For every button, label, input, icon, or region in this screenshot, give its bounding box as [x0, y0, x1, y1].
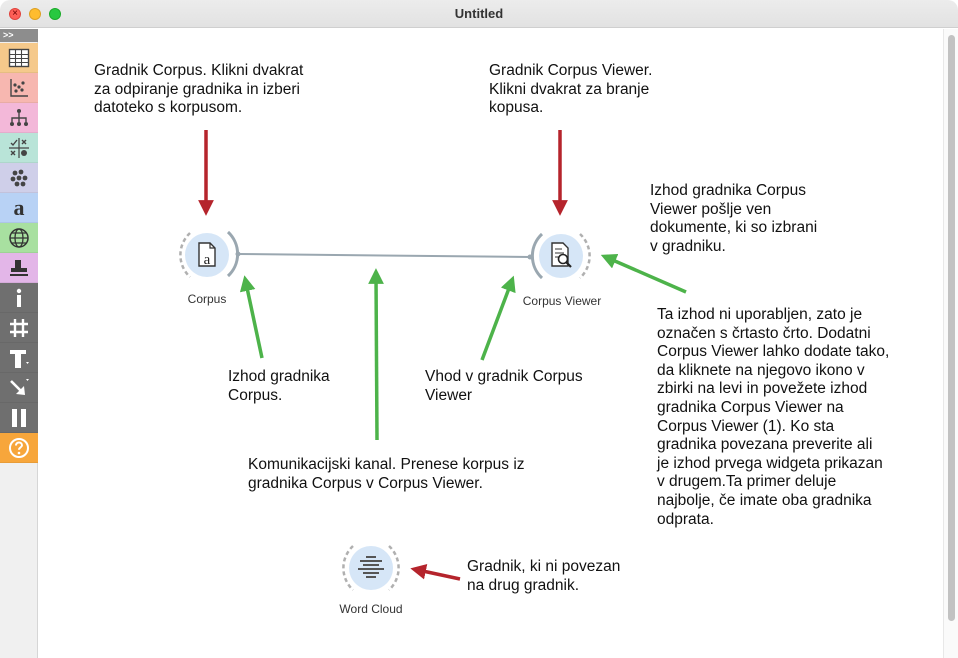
globe-icon: [9, 227, 29, 248]
hash-icon: [10, 318, 28, 337]
text-annotation-tool[interactable]: [0, 343, 38, 373]
category-evaluate[interactable]: [0, 133, 38, 163]
window-title: Untitled: [454, 6, 504, 21]
close-icon: ×: [12, 8, 18, 19]
category-unsupervised[interactable]: [0, 163, 38, 193]
category-prototypes[interactable]: [0, 253, 38, 283]
corpus-viewer-widget-label: Corpus Viewer: [522, 294, 602, 308]
close-window-button[interactable]: ×: [9, 8, 21, 20]
note-viewer-input[interactable]: Vhod v gradnik Corpus Viewer: [425, 368, 583, 404]
tree-icon: [10, 108, 28, 126]
svg-text:a: a: [14, 197, 25, 219]
word-cloud-widget-label: Word Cloud: [339, 602, 403, 616]
table-icon: [8, 48, 30, 67]
maximize-window-button[interactable]: [49, 8, 61, 20]
category-geo[interactable]: [0, 223, 38, 253]
word-cloud-widget[interactable]: [346, 543, 396, 593]
clusters-icon: [10, 169, 28, 186]
scrollbar-thumb[interactable]: [948, 35, 955, 621]
arrow-annotation-tool[interactable]: [0, 373, 38, 403]
text-t-icon: [10, 349, 29, 368]
annotation-info-tool[interactable]: [0, 283, 38, 313]
category-data[interactable]: [0, 43, 38, 73]
vertical-scrollbar[interactable]: [943, 29, 958, 658]
note-communication-channel[interactable]: Komunikacijski kanal. Prenese korpus iz …: [248, 456, 525, 492]
note-unused-output[interactable]: Ta izhod ni uporabljen, zato je označen …: [657, 306, 890, 528]
pause-icon: [12, 408, 26, 427]
info-icon: [16, 288, 22, 307]
confusion-matrix-icon: [9, 137, 29, 158]
scatter-plot-icon: [10, 78, 28, 97]
note-corpus-widget[interactable]: Gradnik Corpus. Klikni dvakrat za odpira…: [94, 62, 304, 117]
category-visualize[interactable]: [0, 73, 38, 103]
minimize-window-button[interactable]: [29, 8, 41, 20]
help-button[interactable]: [0, 433, 38, 463]
annotation-grid-tool[interactable]: [0, 313, 38, 343]
widget-toolbox: >> a: [0, 29, 38, 658]
toolbox-expand-button[interactable]: >>: [0, 29, 38, 42]
note-viewer-output[interactable]: Izhod gradnika Corpus Viewer pošlje ven …: [650, 182, 818, 255]
note-unconnected-widget[interactable]: Gradnik, ki ni povezan na drug gradnik.: [467, 558, 621, 594]
arrow-icon: [10, 378, 29, 395]
corpus-viewer-widget[interactable]: [536, 231, 586, 281]
corpus-widget[interactable]: [182, 230, 232, 280]
pause-button[interactable]: [0, 403, 38, 433]
title-bar: × Untitled: [0, 0, 958, 28]
text-mining-a-icon: a: [14, 197, 25, 219]
note-corpus-output[interactable]: Izhod gradnika Corpus.: [228, 368, 330, 404]
stamp-icon: [10, 259, 28, 276]
category-model[interactable]: [0, 103, 38, 133]
corpus-widget-label: Corpus: [187, 292, 227, 306]
category-text-mining[interactable]: a: [0, 193, 38, 223]
note-corpus-viewer-widget[interactable]: Gradnik Corpus Viewer. Klikni dvakrat za…: [489, 62, 653, 117]
help-icon: [9, 437, 29, 458]
